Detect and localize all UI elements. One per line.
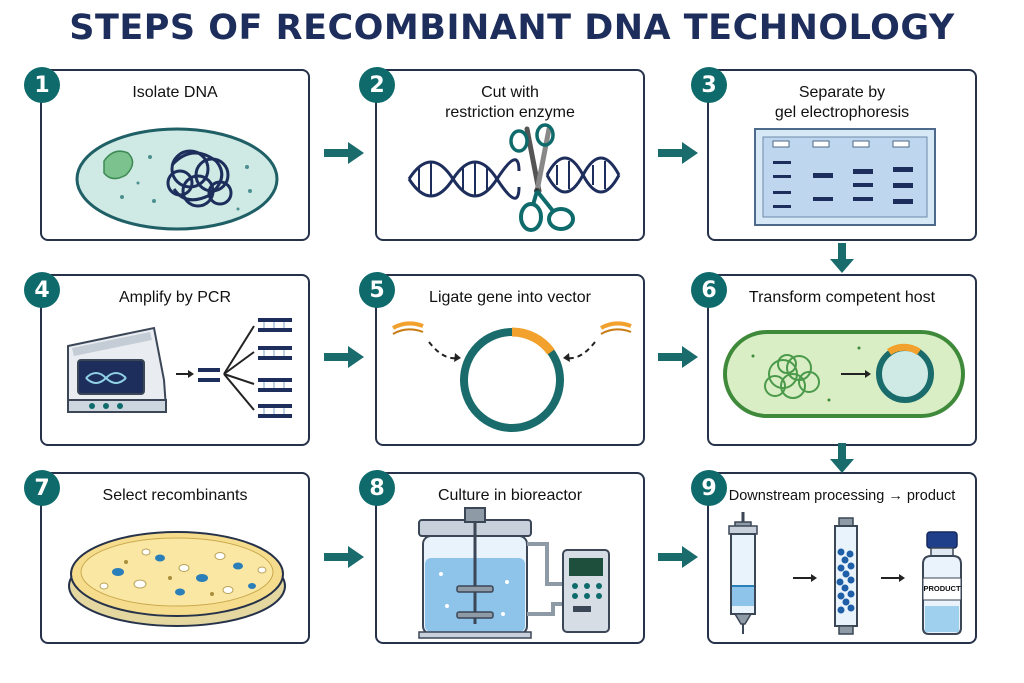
dna-copy-icon xyxy=(198,368,220,382)
cell-with-dna-icon xyxy=(75,127,279,231)
arrow-8-to-9-icon xyxy=(658,546,698,568)
step-7-badge: 7 xyxy=(24,470,60,506)
petri-dish-icon xyxy=(68,531,286,627)
step-8-panel: Culture in bioreactor xyxy=(375,472,645,644)
step-1-label: Isolate DNA xyxy=(132,84,218,101)
product-label: PRODUCT xyxy=(923,584,961,593)
product-bottle-icon xyxy=(922,531,962,635)
step-4-label: Amplify by PCR xyxy=(118,289,232,306)
pcr-machine-icon xyxy=(67,318,292,418)
syringe-icon xyxy=(728,512,758,634)
step-3-badge: 3 xyxy=(691,67,727,103)
page-title: STEPS OF RECOMBINANT DNA TECHNOLOGY xyxy=(69,8,955,48)
arrow-5-to-6-icon xyxy=(658,346,698,368)
chromatography-column-icon xyxy=(834,517,858,635)
plasmid-ligation-icon xyxy=(392,321,632,432)
arrow-2-to-3-icon xyxy=(658,142,698,164)
purification-icon xyxy=(728,512,962,635)
step-7-panel: Select recombinants xyxy=(40,472,310,644)
gel-electrophoresis-icon xyxy=(754,128,936,226)
dna-scissors-icon xyxy=(407,123,621,232)
step-6-badge: 6 xyxy=(691,272,727,308)
step-7-label: Select recombinants xyxy=(102,487,248,504)
step-8-badge: 8 xyxy=(359,470,395,506)
step-6-label: Transform competent host xyxy=(748,289,936,306)
step-8-label: Culture in bioreactor xyxy=(437,487,583,504)
step-9-badge: 9 xyxy=(691,470,727,506)
step-6-panel: Transform competent host xyxy=(707,274,977,446)
step-2-panel: Cut with restriction enzyme xyxy=(375,69,645,241)
step-5-badge: 5 xyxy=(359,272,395,308)
step-3-label: Separate by gel electrophoresis xyxy=(774,84,910,121)
bioreactor-icon xyxy=(418,507,610,639)
arrow-4-to-5-icon xyxy=(324,346,364,368)
step-9-panel: Downstream processing → product xyxy=(707,472,977,644)
arrow-6-to-9-icon xyxy=(830,443,854,473)
step-9-label: Downstream processing → product xyxy=(728,488,956,504)
step-3-panel: Separate by gel electrophoresis xyxy=(707,69,977,241)
step-2-badge: 2 xyxy=(359,67,395,103)
step-4-badge: 4 xyxy=(24,272,60,308)
arrow-3-to-6-icon xyxy=(830,243,854,273)
step-1-badge: 1 xyxy=(24,67,60,103)
arrow-1-to-2-icon xyxy=(324,142,364,164)
step-5-panel: Ligate gene into vector xyxy=(375,274,645,446)
bacterium-transformation-icon xyxy=(723,330,965,418)
step-1-panel: Isolate DNA xyxy=(40,69,310,241)
step-2-label: Cut with restriction enzyme xyxy=(445,84,575,121)
step-4-panel: Amplify by PCR xyxy=(40,274,310,446)
arrow-7-to-8-icon xyxy=(324,546,364,568)
step-5-label: Ligate gene into vector xyxy=(429,289,591,306)
